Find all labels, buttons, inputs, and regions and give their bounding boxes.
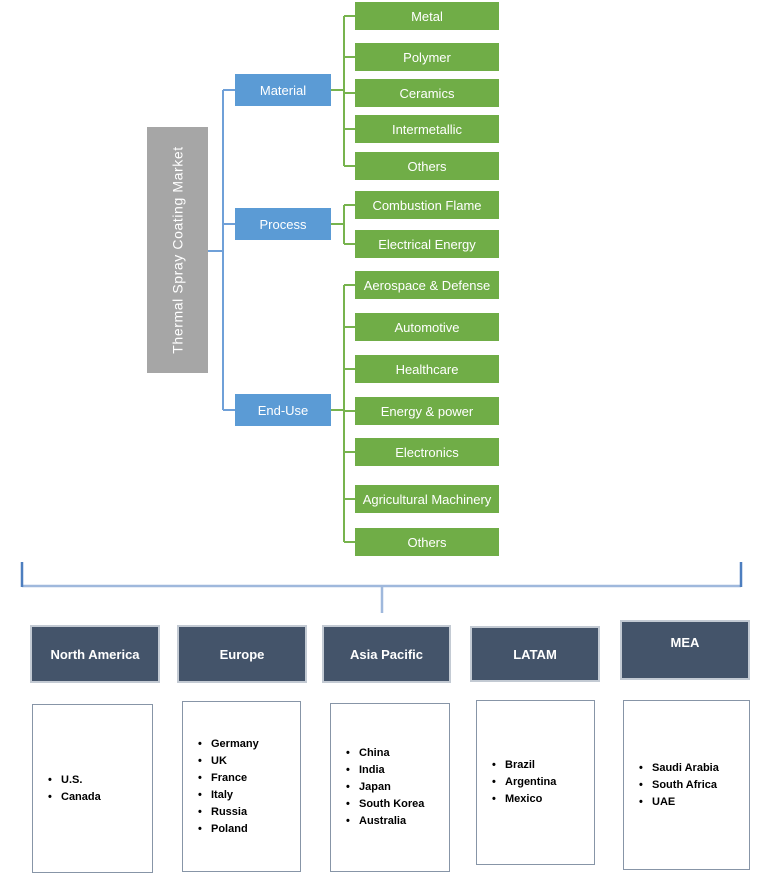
country-item: South Korea — [346, 796, 445, 813]
category-box-polymer: Polymer — [355, 43, 499, 71]
country-item: Japan — [346, 779, 445, 796]
region-header-europe: Europe — [177, 625, 307, 683]
region-header-north-america: North America — [30, 625, 160, 683]
region-bracket-ticks — [20, 562, 743, 587]
region-bracket-line — [22, 584, 741, 613]
category-box-combustion-flame: Combustion Flame — [355, 191, 499, 219]
segment-label: End-Use — [257, 402, 309, 418]
segment-box-process: Process — [235, 208, 331, 240]
category-label: Agricultural Machinery — [362, 491, 492, 507]
country-item: Italy — [198, 787, 296, 804]
category-label: Polymer — [403, 49, 451, 65]
region-label: Asia Pacific — [350, 646, 423, 662]
category-label: Others — [407, 534, 447, 550]
category-box-agricultural-machinery: Agricultural Machinery — [355, 485, 499, 513]
region-header-mea: MEA — [620, 620, 750, 680]
country-item: Australia — [346, 813, 445, 830]
country-item: South Africa — [639, 777, 745, 794]
category-label: Ceramics — [399, 85, 455, 101]
category-label: Combustion Flame — [372, 197, 482, 213]
country-item: India — [346, 762, 445, 779]
country-list-europe: Germany UK France Italy Russia Poland — [182, 701, 301, 872]
region-header-asia-pacific: Asia Pacific — [322, 625, 451, 683]
category-label: Automotive — [394, 319, 460, 335]
category-box-automotive: Automotive — [355, 313, 499, 341]
category-box-aerospace-defense: Aerospace & Defense — [355, 271, 499, 299]
country-item: Germany — [198, 736, 296, 753]
region-label: LATAM — [513, 646, 557, 662]
country-item: China — [346, 745, 445, 762]
segment-label: Material — [259, 82, 307, 98]
blue-tree-connector — [208, 89, 235, 411]
region-label: North America — [50, 646, 140, 662]
category-label: Intermetallic — [391, 121, 463, 137]
category-box-ceramics: Ceramics — [355, 79, 499, 107]
country-item: U.S. — [48, 772, 148, 789]
category-label: Energy & power — [380, 403, 474, 419]
country-list-latam: Brazil Argentina Mexico — [476, 700, 595, 865]
country-list-north-america: U.S. Canada — [32, 704, 153, 873]
category-label: Metal — [411, 8, 443, 24]
category-box-others-material: Others — [355, 152, 499, 180]
process-branch-connector — [331, 204, 355, 245]
country-list-asia-pacific: China India Japan South Korea Australia — [330, 703, 450, 872]
category-box-electrical-energy: Electrical Energy — [355, 230, 499, 258]
country-list-mea: Saudi Arabia South Africa UAE — [623, 700, 750, 870]
region-header-latam: LATAM — [470, 626, 600, 682]
category-label: Healthcare — [395, 361, 459, 377]
category-box-metal: Metal — [355, 2, 499, 30]
region-label: Europe — [219, 646, 265, 662]
country-item: UK — [198, 753, 296, 770]
country-item: Saudi Arabia — [639, 760, 745, 777]
market-root-box: Thermal Spray Coating Market — [147, 127, 208, 373]
category-label: Aerospace & Defense — [363, 277, 491, 293]
category-label: Others — [407, 158, 447, 174]
market-root-label: Thermal Spray Coating Market — [169, 146, 186, 354]
country-item: Mexico — [492, 791, 590, 808]
country-item: UAE — [639, 794, 745, 811]
segment-box-end-use: End-Use — [235, 394, 331, 426]
category-box-healthcare: Healthcare — [355, 355, 499, 383]
region-label: MEA — [670, 635, 700, 650]
category-box-intermetallic: Intermetallic — [355, 115, 499, 143]
country-item: Poland — [198, 821, 296, 838]
material-branch-connector — [331, 15, 355, 167]
country-item: France — [198, 770, 296, 787]
category-box-electronics: Electronics — [355, 438, 499, 466]
enduse-branch-connector — [331, 284, 355, 543]
country-item: Russia — [198, 804, 296, 821]
category-label: Electronics — [395, 444, 459, 460]
segment-label: Process — [259, 216, 307, 232]
country-item: Brazil — [492, 757, 590, 774]
category-box-energy-power: Energy & power — [355, 397, 499, 425]
segment-box-material: Material — [235, 74, 331, 106]
category-box-others-end-use: Others — [355, 528, 499, 556]
country-item: Canada — [48, 789, 148, 806]
country-item: Argentina — [492, 774, 590, 791]
category-label: Electrical Energy — [378, 236, 476, 252]
